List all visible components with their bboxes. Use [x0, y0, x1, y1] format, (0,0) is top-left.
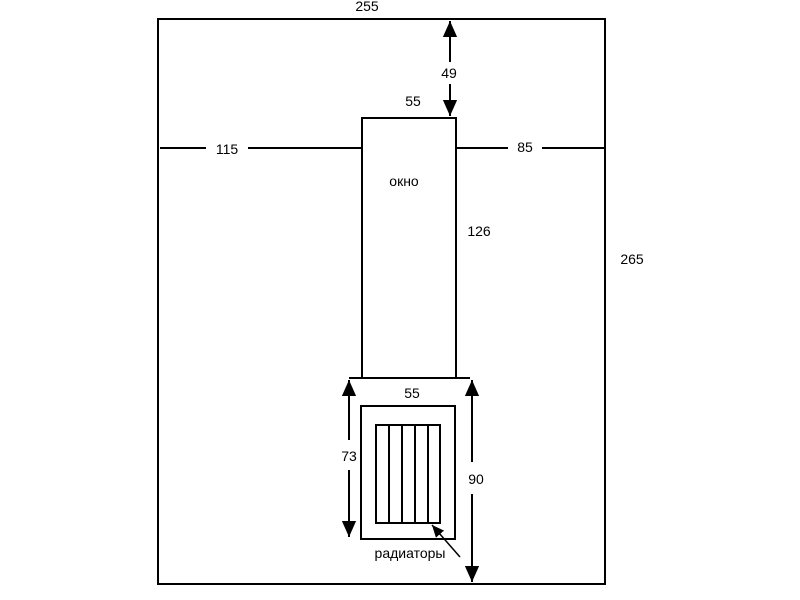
- window-width-label: 55: [405, 93, 421, 109]
- left-gap-label: 115: [216, 141, 239, 157]
- niche-width-label: 55: [404, 385, 420, 401]
- window-label: окно: [389, 173, 419, 189]
- wall-outline: [157, 18, 606, 585]
- radiator-frame: [360, 405, 456, 540]
- radiator-fins: [375, 424, 441, 524]
- top-gap-label: 49: [441, 65, 457, 81]
- radiator-leader-arrow: [431, 524, 461, 558]
- radiators-label: радиаторы: [375, 545, 446, 561]
- window-rect: [361, 117, 457, 379]
- radiator-height-label: 73: [341, 448, 357, 464]
- wall-width-label: 255: [355, 0, 379, 14]
- niche-height-label: 90: [468, 471, 484, 487]
- window-height-label: 126: [467, 223, 491, 239]
- wall-height-label: 265: [620, 251, 644, 267]
- right-gap-label: 85: [517, 139, 533, 155]
